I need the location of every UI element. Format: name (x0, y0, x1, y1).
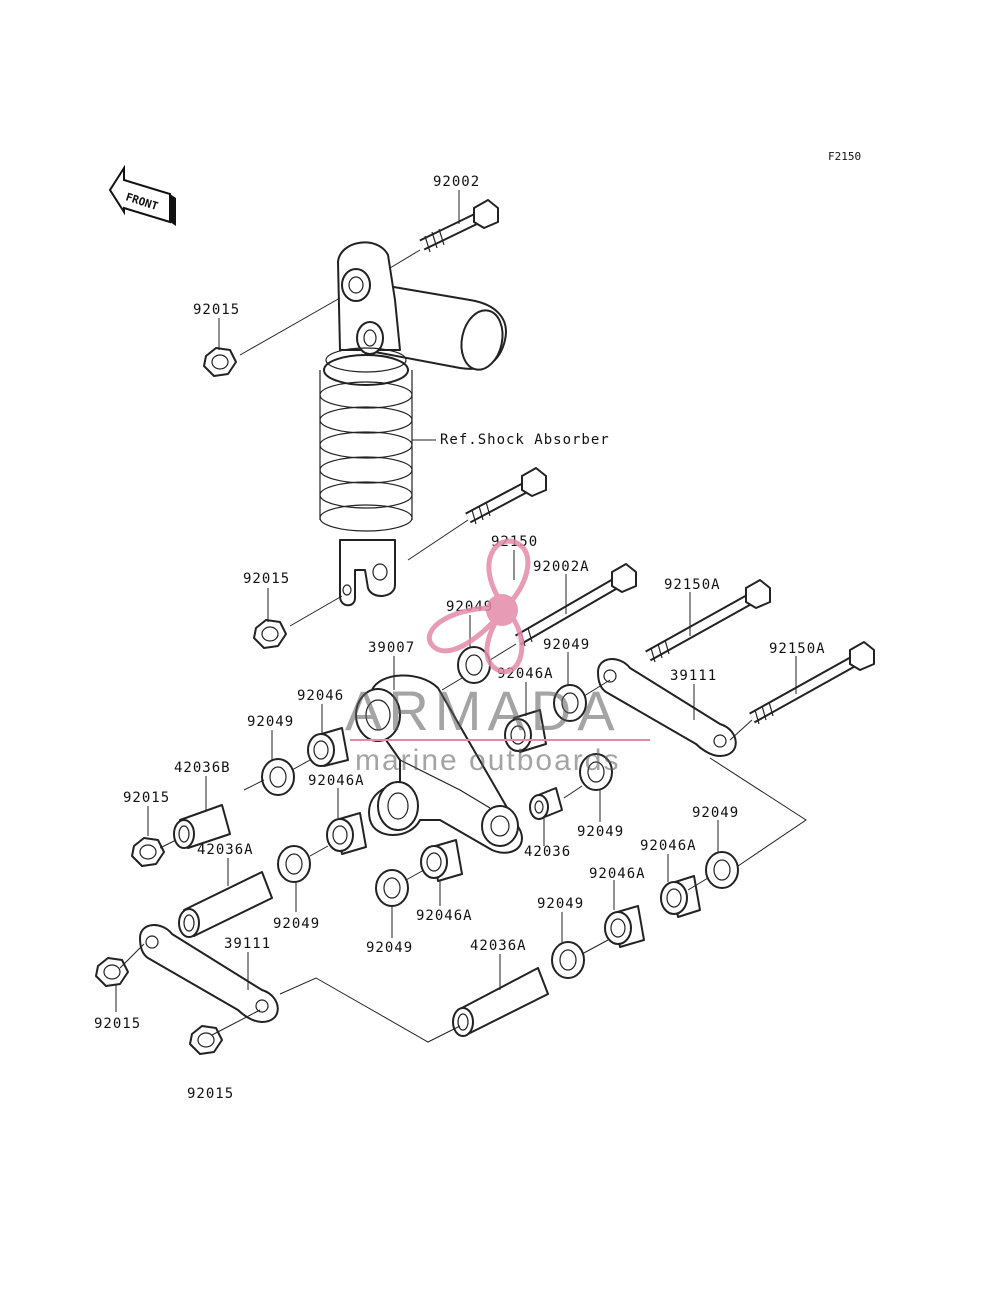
label-collar-b: 42036B (174, 760, 231, 776)
label-link-right: 39111 (670, 668, 717, 684)
label-washer-d: 92049 (577, 824, 624, 840)
ref-shock-absorber-label: Ref.Shock Absorber (440, 432, 610, 448)
washer-d-icon (579, 753, 613, 791)
label-nut-bottom-left: 92015 (94, 1016, 141, 1032)
link-right-icon (597, 658, 737, 757)
collar-42036-icon (529, 787, 563, 820)
label-bolt-top: 92002 (433, 174, 480, 190)
rocker-arm-icon (355, 674, 523, 854)
bolt-92150A-lower-icon (749, 641, 875, 725)
label-washer-g: 92049 (692, 805, 739, 821)
label-bearing-92046: 92046 (297, 688, 344, 704)
nut-top-icon (203, 347, 237, 377)
label-washer-c: 92049 (247, 714, 294, 730)
bearing-a1-icon (504, 709, 547, 753)
bearing-a4-icon (660, 875, 701, 918)
bolt-92150-icon (465, 467, 547, 525)
bearing-92046-icon (307, 727, 349, 767)
washer-f-icon (375, 869, 409, 907)
propeller-logo-icon (427, 538, 531, 675)
label-washer-f: 92049 (366, 940, 413, 956)
front-arrow-icon: FRONT (108, 164, 176, 226)
label-rocker: 39007 (368, 640, 415, 656)
label-nut-mid: 92015 (243, 571, 290, 587)
label-bolt-92150A-upper: 92150A (664, 577, 721, 593)
leader-lines (115, 190, 797, 1012)
label-bearing-a3: 92046A (416, 908, 473, 924)
bolt-92150A-upper-icon (645, 579, 771, 663)
label-nut-top: 92015 (193, 302, 240, 318)
bearing-a5-icon (604, 905, 645, 948)
nut-bottom-left-icon (95, 957, 129, 987)
link-left-icon (139, 924, 279, 1023)
label-bolt-92002A: 92002A (533, 559, 590, 575)
label-nut-left: 92015 (123, 790, 170, 806)
washer-e-icon (277, 845, 311, 883)
part-labels: 92002 92015 Ref.Shock Absorber 92150 920… (94, 174, 826, 1102)
label-bearing-a2: 92046A (308, 773, 365, 789)
washer-b-icon (553, 684, 587, 722)
label-bearing-a4: 92046A (640, 838, 697, 854)
bearing-a3-icon (420, 839, 463, 882)
washer-c-icon (261, 758, 295, 796)
collar-42036A-upper-icon (178, 871, 273, 938)
collar-42036A-lower-icon (452, 967, 549, 1037)
nut-left-icon (131, 837, 165, 867)
watermark-tagline: marine outboards (355, 744, 620, 777)
label-collar-c: 42036 (524, 844, 571, 860)
nut-mid-icon (253, 619, 287, 649)
bearing-a2-icon (326, 812, 367, 855)
label-washer-h: 92049 (537, 896, 584, 912)
collar-42036B-icon (173, 804, 231, 849)
nut-bottom-icon (189, 1025, 223, 1055)
label-bolt-92150A-lower: 92150A (769, 641, 826, 657)
label-washer-b: 92049 (543, 637, 590, 653)
label-link-left: 39111 (224, 936, 271, 952)
label-collar-a1: 42036A (197, 842, 254, 858)
washer-g-icon (705, 851, 739, 889)
figure-code: F2150 (828, 150, 861, 163)
washer-a-icon (457, 646, 491, 684)
label-bearing-a5: 92046A (589, 866, 646, 882)
bolt-top-icon (419, 199, 499, 253)
shock-absorber (319, 241, 507, 607)
watermark: ARMADA marine outboards (345, 538, 650, 777)
label-nut-bottom: 92015 (187, 1086, 234, 1102)
label-collar-a2: 42036A (470, 938, 527, 954)
bolt-92002A-icon (514, 563, 637, 647)
label-washer-e: 92049 (273, 916, 320, 932)
washer-h-icon (551, 941, 585, 979)
watermark-brand: ARMADA (345, 679, 621, 742)
assembly-lines (119, 249, 807, 1043)
